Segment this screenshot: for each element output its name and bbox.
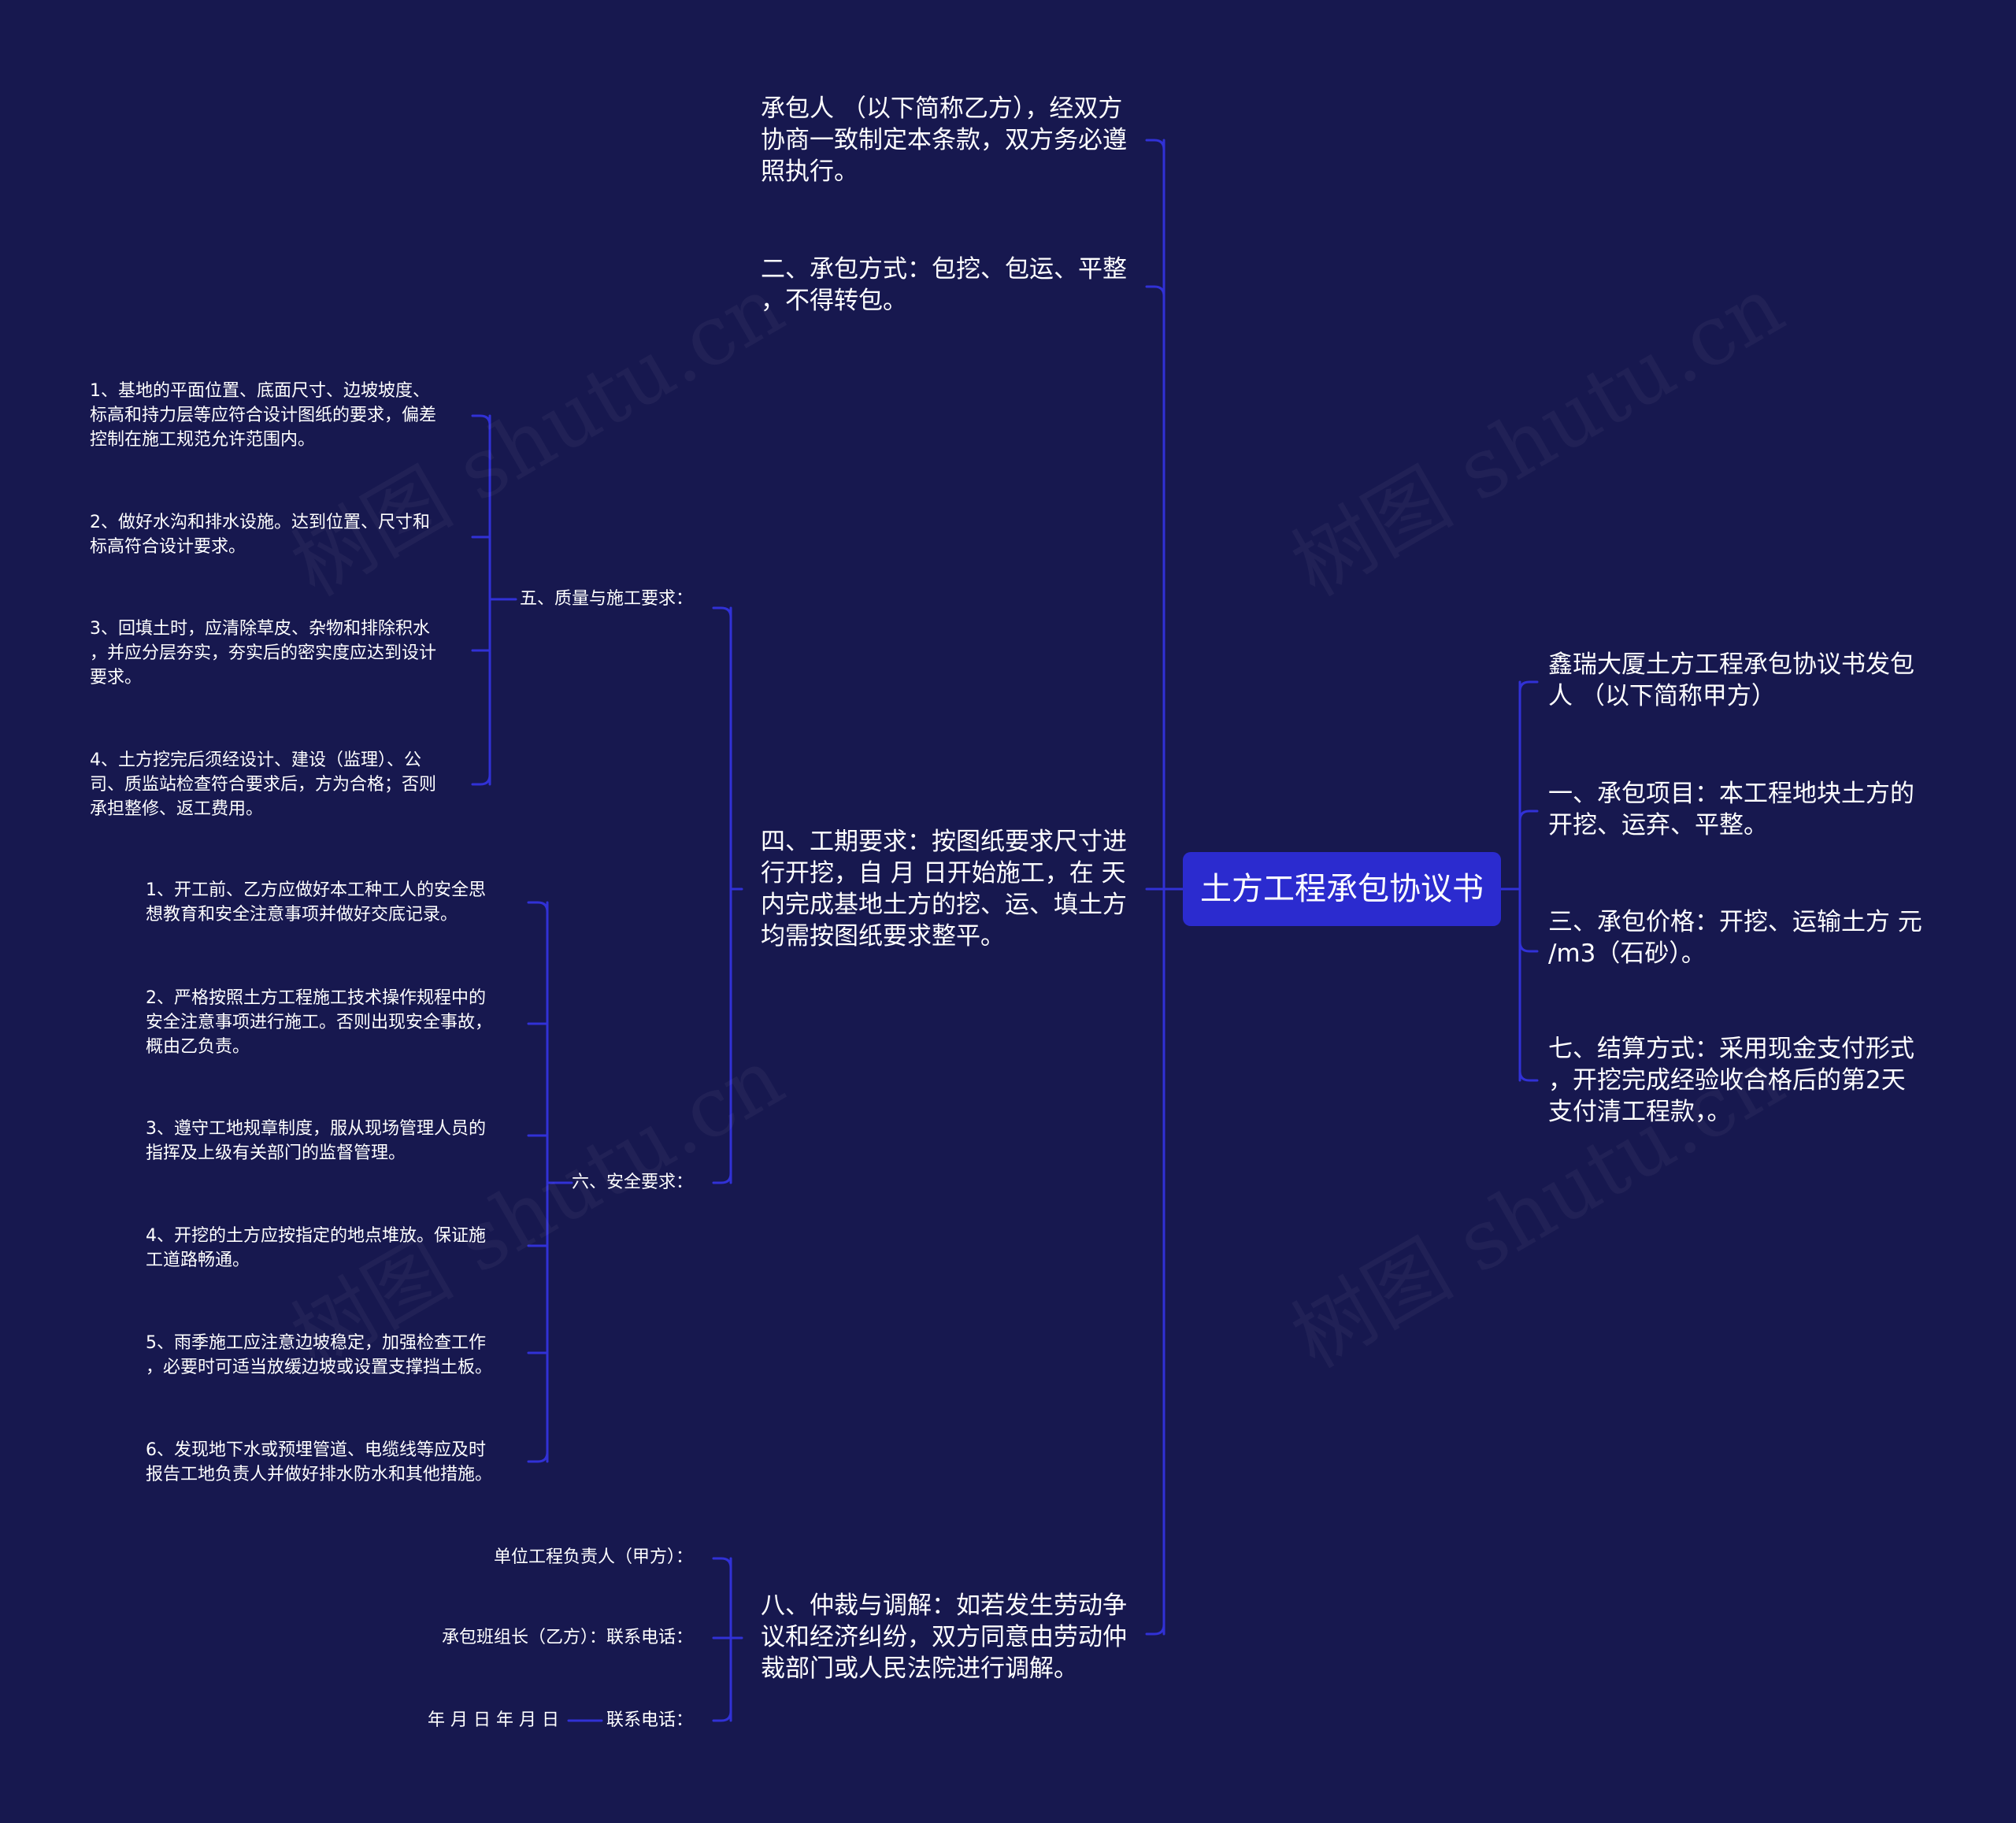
arbitration-item-phone[interactable]: 联系电话：: [606, 1710, 693, 1730]
arbitration-date[interactable]: 年 月 日 年 月 日: [428, 1710, 559, 1730]
safety-item[interactable]: 6、发现地下水或预埋管道、电缆线等应及时 报告工地负责人并做好排水防水和其他措施…: [146, 1440, 493, 1484]
left-node-contractor[interactable]: 承包人 （以下简称乙方），经双方 协商一致制定本条款，双方务必遵 照执行。: [761, 94, 1127, 186]
arbitration-item-party-a[interactable]: 单位工程负责人（甲方）：: [493, 1547, 693, 1567]
left-node-method[interactable]: 二、承包方式：包挖、包运、平整 ，不得转包。: [761, 255, 1127, 315]
right-node-price[interactable]: 三、承包价格：开挖、运输土方 元 /m3（石砂）。: [1548, 908, 1922, 968]
quality-label[interactable]: 五、质量与施工要求：: [519, 589, 693, 609]
safety-item[interactable]: 2、严格按照土方工程施工技术操作规程中的 安全注意事项进行施工。否则出现安全事故…: [146, 988, 493, 1057]
arbitration-item-party-b[interactable]: 承包班组长（乙方）：联系电话：: [441, 1628, 693, 1647]
quality-item[interactable]: 3、回填土时，应清除草皮、杂物和排除积水 ，并应分层夯实，夯实后的密实度应达到设…: [90, 619, 437, 687]
quality-item[interactable]: 1、基地的平面位置、底面尺寸、边坡坡度、 标高和持力层等应符合设计图纸的要求，偏…: [90, 381, 437, 450]
root-node[interactable]: 土方工程承包协议书: [1183, 852, 1501, 926]
right-node-settlement[interactable]: 七、结算方式：采用现金支付形式 ，开挖完成经验收合格后的第2天 支付清工程款，。: [1548, 1035, 1914, 1126]
quality-item[interactable]: 4、土方挖完后须经设计、建设（监理）、公 司、质监站检查符合要求后，方为合格；否…: [90, 750, 437, 819]
right-node-issuer[interactable]: 鑫瑞大厦土方工程承包协议书发包 人 （以下简称甲方）: [1548, 650, 1914, 710]
safety-item[interactable]: 4、开挖的土方应按指定的地点堆放。保证施 工道路畅通。: [146, 1226, 486, 1270]
left-node-schedule[interactable]: 四、工期要求：按图纸要求尺寸进 行开挖，自 月 日开始施工，在 天 内完成基地土…: [761, 828, 1127, 950]
safety-label[interactable]: 六、安全要求：: [571, 1173, 693, 1192]
right-node-project[interactable]: 一、承包项目：本工程地块土方的 开挖、运弃、平整。: [1548, 780, 1914, 839]
safety-item[interactable]: 1、开工前、乙方应做好本工种工人的安全思 想教育和安全注意事项并做好交底记录。: [146, 880, 486, 924]
safety-item[interactable]: 5、雨季施工应注意边坡稳定，加强检查工作 ，必要时可适当放缓边坡或设置支撑挡土板…: [146, 1333, 493, 1377]
safety-item[interactable]: 3、遵守工地规章制度，服从现场管理人员的 指挥及上级有关部门的监督管理。: [146, 1119, 486, 1163]
left-node-arbitration[interactable]: 八、仲裁与调解：如若发生劳动争 议和经济纠纷，双方同意由劳动仲 裁部门或人民法院…: [761, 1591, 1127, 1683]
quality-item[interactable]: 2、做好水沟和排水设施。达到位置、尺寸和 标高符合设计要求。: [90, 513, 430, 557]
